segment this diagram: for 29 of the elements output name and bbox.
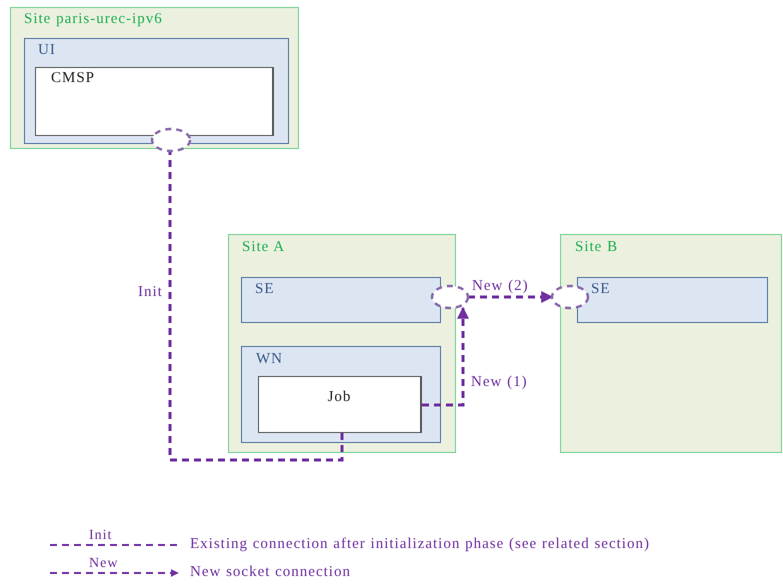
component-box [577,277,768,323]
site-label: Site B [575,239,618,256]
component-label: Job [326,389,352,406]
process-box [35,67,274,136]
component-box [241,346,441,443]
component-label: SE [591,281,611,298]
component-label: WN [256,351,283,368]
component-label: SE [255,281,275,298]
edge-label: New (1) [470,374,529,390]
site-container [228,234,456,453]
site-container [560,234,782,453]
component-box [241,277,441,323]
site-container [10,7,299,149]
legend-line-label: New [88,556,120,572]
legend-text: New socket connection [189,564,352,580]
site-label: Site paris-urec-ipv6 [24,11,163,28]
process-box [258,376,422,433]
component-box [24,38,289,144]
connector-arrow [468,291,554,303]
connector-arrow [422,306,469,406]
legend-text: Existing connection after initialization phase (see related section) [189,536,651,552]
socket-ellipse [150,128,192,152]
edge-label: New (2) [471,278,530,294]
component-label: UI [38,42,56,59]
legend-line-label: Init [88,528,114,544]
site-label: Site A [242,239,286,256]
component-label: CMSP [51,70,96,87]
socket-ellipse [550,284,590,310]
socket-ellipse [430,284,470,310]
